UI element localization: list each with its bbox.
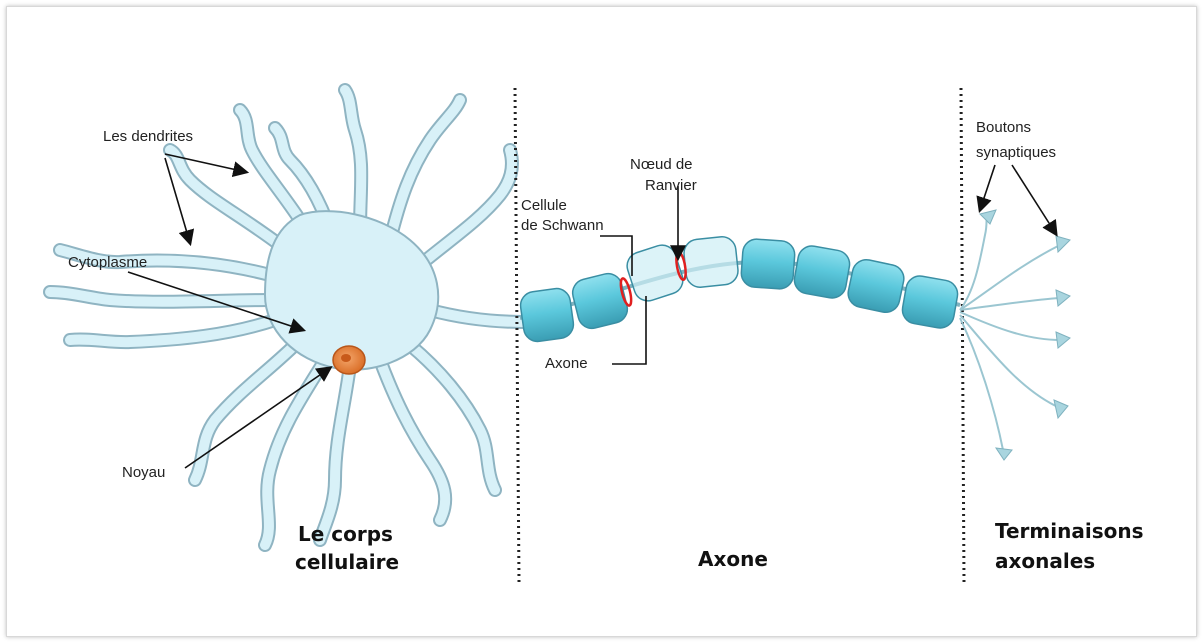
label-boutons-line2: synaptiques <box>976 143 1056 163</box>
label-axone-small: Axone <box>545 354 588 374</box>
section-terminaisons-line1: Terminaisons <box>995 517 1144 545</box>
section-terminaisons-line2: axonales <box>995 547 1095 575</box>
label-cellule-schwann-line2: de Schwann <box>521 216 604 236</box>
label-boutons-line1: Boutons <box>976 118 1031 138</box>
separator-right <box>961 88 964 582</box>
label-noyau: Noyau <box>122 463 165 483</box>
label-dendrites: Les dendrites <box>103 127 193 147</box>
label-cytoplasme: Cytoplasme <box>68 253 147 273</box>
axon-terminals <box>960 214 1060 450</box>
section-corps-cellulaire-line2: cellulaire <box>295 548 399 576</box>
myelin-sheath <box>519 235 960 343</box>
label-cellule-schwann-line1: Cellule <box>521 196 567 216</box>
label-noeud-ranvier-line2: Ranvier <box>645 176 697 196</box>
nucleus <box>333 346 365 374</box>
label-noeud-ranvier-line1: Nœud de <box>630 155 693 175</box>
section-corps-cellulaire-line1: Le corps <box>298 520 393 548</box>
section-axone: Axone <box>698 545 768 573</box>
